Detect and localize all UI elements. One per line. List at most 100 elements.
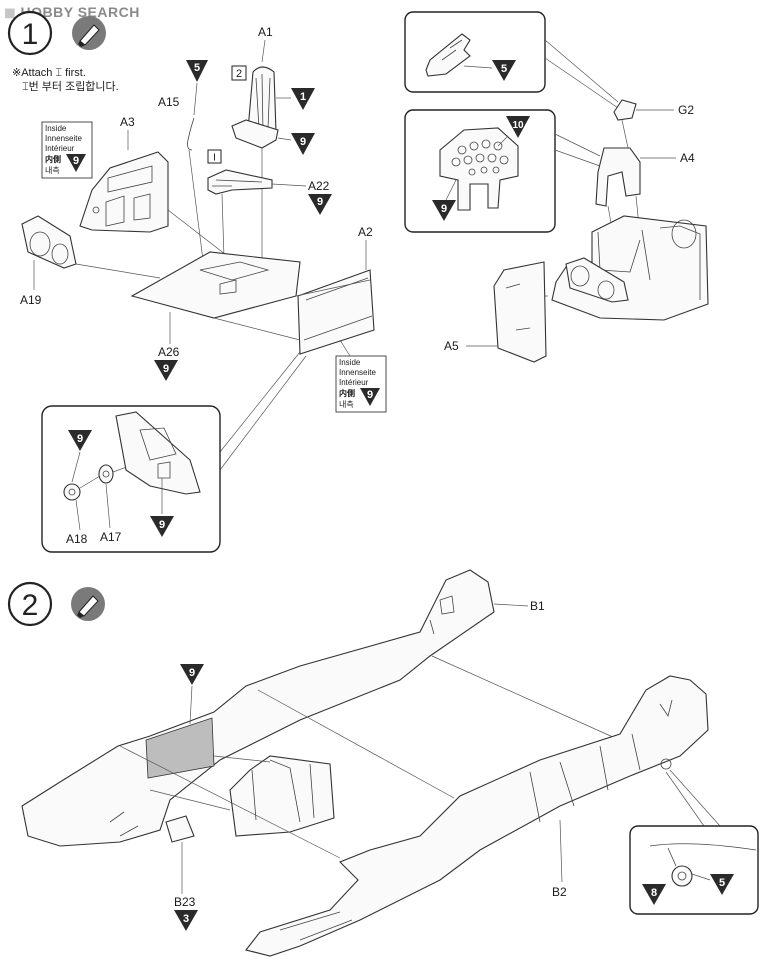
step-2-number: 2 (22, 589, 39, 622)
label-a3: A3 (120, 115, 135, 129)
detail-panel-detail (139, 427, 177, 479)
part-a26-shape (130, 251, 301, 319)
part-a26-detail (199, 261, 270, 295)
color-code-a2: 9 (367, 389, 373, 401)
detail-box-g2: 5 (404, 11, 619, 109)
leader-panel-10 (497, 135, 509, 147)
color-marker-wheel-left (642, 884, 666, 905)
leader-panel-9 (445, 179, 457, 201)
color-code-g2: 5 (501, 63, 507, 75)
inside-label-left: Inside Innenseite Intérieur 内側 내측 9 (41, 121, 93, 179)
part-b1-detail-2 (109, 811, 139, 837)
part-a2: A2 (213, 225, 375, 355)
label-a4: A4 (680, 151, 695, 165)
part-a19: A19 (20, 215, 161, 307)
seat-pan (231, 119, 279, 149)
leader-a1 (261, 39, 266, 63)
inside-label-2-line-5: 내측 (339, 400, 354, 409)
inside-label-2-line-2: Innenseite (339, 368, 376, 377)
instrument-panel-shape (439, 127, 519, 211)
color-marker-a2 (360, 388, 380, 406)
label-b2: B2 (552, 885, 567, 899)
note-line-2: ⌶번 부터 조립합니다. (22, 80, 119, 93)
label-a19: A19 (20, 293, 42, 307)
part-a26-floor: A26 9 (130, 251, 301, 381)
color-marker-a18 (68, 430, 92, 451)
part-g2-detail-lines (441, 39, 463, 61)
color-code-detail-panel: 9 (159, 519, 165, 531)
part-b1-shape (21, 569, 495, 847)
part-a2-detail (303, 277, 373, 341)
part-a5-detail (505, 283, 531, 331)
part-b1-detail (429, 595, 455, 635)
inside-label-2-line-3: Intérieur (339, 378, 369, 387)
leader-g2-color (463, 65, 493, 69)
watermark-brand: HOBBY SEARCH (20, 4, 140, 20)
detail-box-g2-frame (404, 11, 546, 93)
sub-marker-i-text: I (213, 153, 216, 164)
color-marker-a26 (154, 360, 178, 381)
color-code-panel-10: 10 (512, 120, 524, 131)
color-marker-detail-panel (150, 516, 174, 537)
part-a4-shape (595, 147, 641, 207)
inside-label-line-1: Inside (45, 124, 67, 133)
paint-brush-icon (71, 587, 105, 621)
color-marker-a3 (66, 154, 86, 172)
tail-wheel-socket (660, 758, 672, 770)
color-marker-panel-10 (506, 116, 530, 138)
inside-label-center: Inside Innenseite Intérieur 内側 내측 9 (335, 339, 387, 413)
color-code-a15: 5 (194, 62, 200, 74)
sub-marker-i (207, 149, 222, 164)
part-b23: B23 3 (165, 815, 198, 931)
part-g2-detail-shape (425, 33, 471, 77)
inside-label-line-5: 내측 (45, 166, 60, 175)
part-b1-fuselage: B1 9 (21, 569, 545, 847)
part-a3: A3 (79, 115, 231, 259)
part-g2: G2 (613, 99, 694, 149)
detail-g2-callout (544, 39, 619, 109)
detail-box-frame (41, 405, 221, 553)
step-2-badge (7, 581, 53, 627)
part-a3-shape (79, 151, 169, 233)
leader-step2-cockpit (189, 685, 193, 725)
color-code-a1b: 9 (300, 136, 306, 148)
inside-label-2-line-4: 内側 (339, 388, 355, 398)
tailwheel-fuselage-edge (649, 843, 757, 867)
cockpit-tub-detail (597, 225, 701, 300)
color-marker-a1b (291, 133, 315, 155)
color-code-a22: 9 (317, 196, 323, 208)
paint-brush-icon (72, 16, 106, 50)
detail-box-a17-a18: 9 A18 A17 9 (41, 351, 307, 553)
color-marker-b23 (174, 910, 198, 931)
color-code-step2-cockpit: 9 (189, 667, 195, 679)
step2-cockpit-shape (229, 755, 335, 837)
part-a18-shape (63, 483, 81, 501)
label-a17: A17 (100, 530, 122, 544)
leader-a18-color (71, 451, 81, 483)
part-b2-panel-lines (529, 733, 641, 823)
label-a2: A2 (358, 225, 373, 239)
label-a22: A22 (308, 179, 330, 193)
color-marker-g2 (492, 60, 516, 81)
sub-marker-2-text: 2 (236, 68, 242, 80)
part-a22: I A22 9 (207, 149, 332, 259)
leader-b2 (559, 819, 563, 883)
part-a15-shape (187, 117, 195, 151)
step2-cockpit-assembly (149, 755, 335, 837)
part-a3-detail (105, 165, 153, 227)
detail-callout-lines (219, 351, 307, 471)
step-2-header: 2 (7, 581, 105, 627)
part-b23-shape (165, 815, 195, 843)
sub-marker-2 (231, 65, 247, 81)
label-a26: A26 (158, 345, 180, 359)
color-code-a3: 9 (73, 155, 79, 167)
step-1-badge (7, 10, 53, 56)
inside-label-box (41, 121, 93, 179)
cockpit-seat-outline (671, 219, 697, 249)
label-a15: A15 (158, 95, 180, 109)
color-marker-panel-9 (432, 200, 456, 221)
part-a2-shape (297, 269, 375, 355)
cockpit-assembly-right (496, 215, 709, 321)
color-marker-a1 (291, 88, 315, 110)
label-g2: G2 (678, 103, 694, 117)
